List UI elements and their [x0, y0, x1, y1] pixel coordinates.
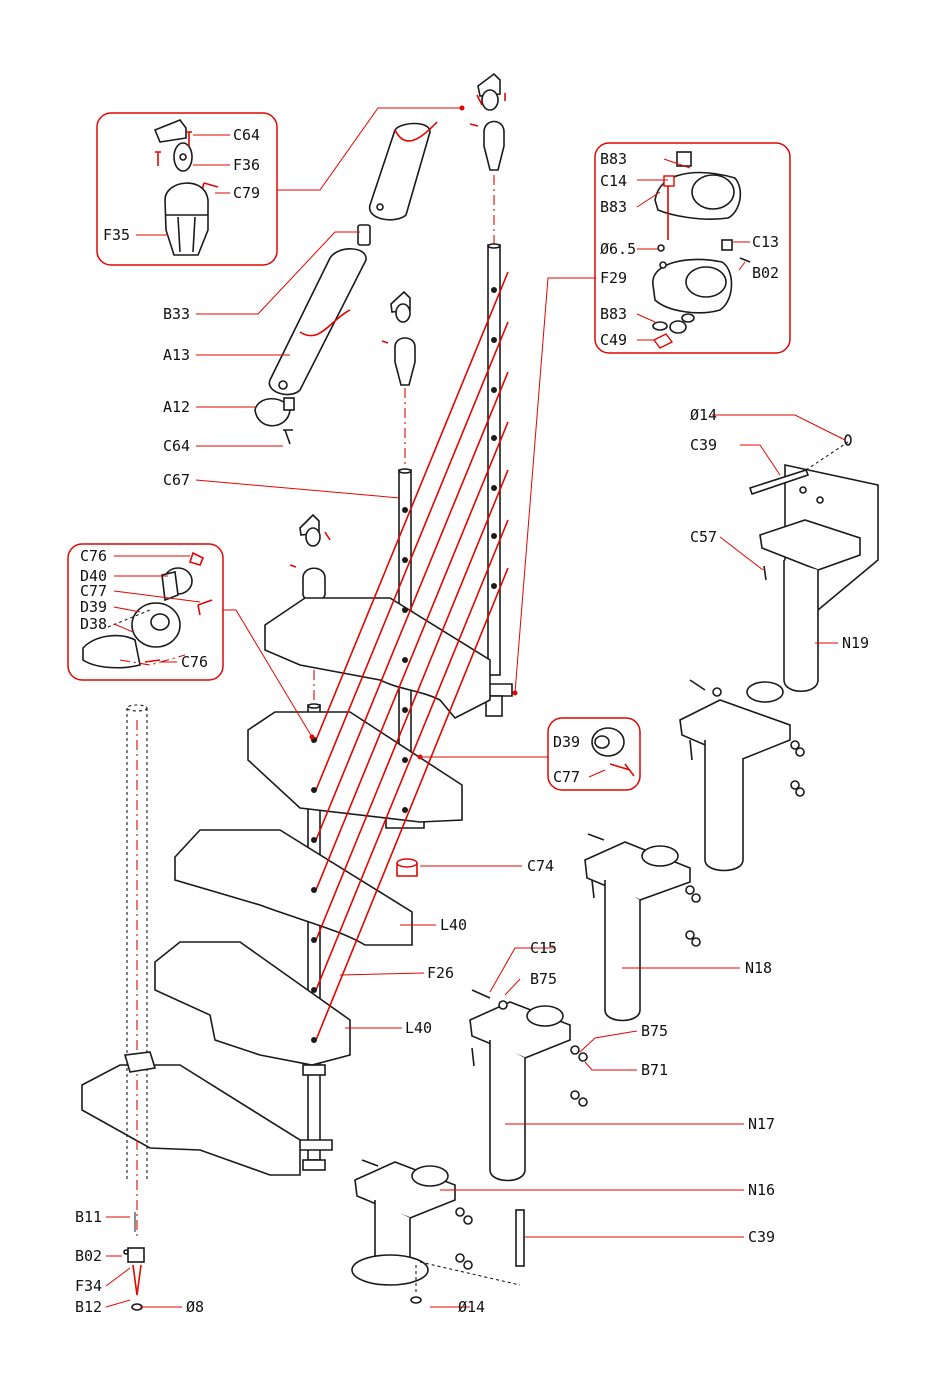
- label-c76-b: C76: [181, 653, 208, 671]
- label-c67: C67: [163, 471, 190, 489]
- label-n17: N17: [748, 1115, 775, 1133]
- label-d14-bot: Ø14: [458, 1298, 485, 1316]
- label-b75-b: B75: [641, 1022, 668, 1040]
- bracket-n18: [585, 834, 700, 1021]
- treads: [82, 598, 490, 1175]
- label-n18: N18: [745, 959, 772, 977]
- label-c64-top: C64: [233, 126, 260, 144]
- central-column: [124, 705, 155, 1310]
- label-d6-5: Ø6.5: [600, 240, 636, 258]
- label-b75-a: B75: [530, 970, 557, 988]
- top-post-assembly: [470, 74, 512, 716]
- label-f35: F35: [103, 226, 130, 244]
- label-c39-top: C39: [690, 436, 717, 454]
- c74-part: [397, 859, 417, 876]
- label-c15: C15: [530, 939, 557, 957]
- label-b83-a: B83: [600, 150, 627, 168]
- label-b02-top: B02: [752, 264, 779, 282]
- label-n19: N19: [842, 634, 869, 652]
- label-n16: N16: [748, 1181, 775, 1199]
- label-c79: C79: [233, 184, 260, 202]
- bracket-n16: [352, 1160, 524, 1303]
- label-f29: F29: [600, 269, 627, 287]
- label-b83-b: B83: [600, 198, 627, 216]
- handrail-assembly: [255, 122, 437, 444]
- label-c57: C57: [690, 528, 717, 546]
- label-c64: C64: [163, 437, 190, 455]
- label-d38: D38: [80, 615, 107, 633]
- label-l40-b: L40: [405, 1019, 432, 1037]
- label-c14: C14: [600, 172, 627, 190]
- label-f34: F34: [75, 1277, 102, 1295]
- label-f26: F26: [427, 964, 454, 982]
- label-d39-a: D39: [80, 598, 107, 616]
- label-f36: F36: [233, 156, 260, 174]
- bracket-n19: [750, 435, 878, 691]
- label-d8: Ø8: [186, 1298, 204, 1316]
- label-l40-a: L40: [440, 916, 467, 934]
- label-b33: B33: [163, 305, 190, 323]
- label-b71: B71: [641, 1061, 668, 1079]
- label-b12: B12: [75, 1298, 102, 1316]
- label-c77-b: C77: [553, 768, 580, 786]
- label-a13: A13: [163, 346, 190, 364]
- label-d14-top: Ø14: [690, 406, 717, 424]
- bracket-n18-upper: [680, 680, 804, 871]
- bracket-n17: [470, 990, 587, 1181]
- label-c74: C74: [527, 857, 554, 875]
- label-c13: C13: [752, 233, 779, 251]
- label-d39-b: D39: [553, 733, 580, 751]
- label-c49: C49: [600, 331, 627, 349]
- label-b02-bot: B02: [75, 1247, 102, 1265]
- label-c76-a: C76: [80, 547, 107, 565]
- label-b83-c: B83: [600, 305, 627, 323]
- label-c39-bot: C39: [748, 1228, 775, 1246]
- label-a12: A12: [163, 398, 190, 416]
- label-b11: B11: [75, 1208, 102, 1226]
